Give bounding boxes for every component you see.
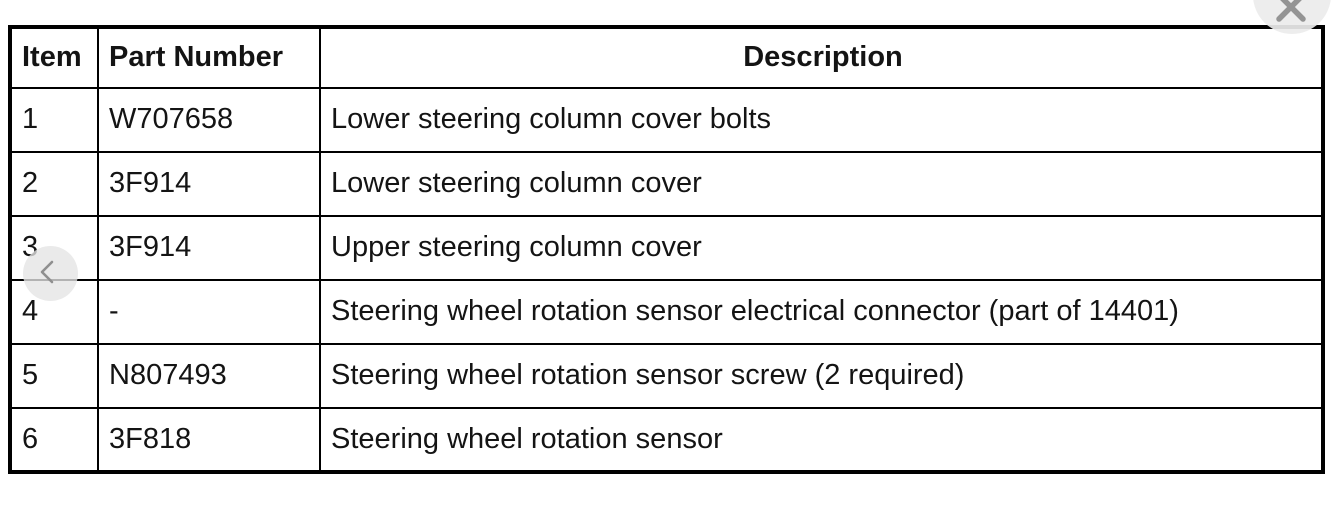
table-header-row: Item Part Number Description: [9, 26, 1324, 89]
table-row: 5 N807493 Steering wheel rotation sensor…: [9, 343, 1324, 409]
table-row: 3 3F914 Upper steering column cover: [9, 215, 1324, 281]
description-cell: Steering wheel rotation sensor: [319, 407, 1324, 473]
table-row: 1 W707658 Lower steering column cover bo…: [9, 87, 1324, 153]
item-cell: 5: [9, 343, 99, 409]
description-cell: Lower steering column cover bolts: [319, 87, 1324, 153]
item-cell: 1: [9, 87, 99, 153]
chevron-left-icon: [40, 258, 62, 289]
part-number-cell: 3F914: [97, 215, 321, 281]
description-cell: Steering wheel rotation sensor screw (2 …: [319, 343, 1324, 409]
table-row: 4 - Steering wheel rotation sensor elect…: [9, 279, 1324, 345]
part-number-cell: -: [97, 279, 321, 345]
previous-button[interactable]: [23, 246, 78, 301]
part-number-cell: 3F818: [97, 407, 321, 473]
item-cell: 2: [9, 151, 99, 217]
part-number-cell: N807493: [97, 343, 321, 409]
item-cell: 6: [9, 407, 99, 473]
header-item: Item: [9, 26, 99, 89]
part-number-cell: W707658: [97, 87, 321, 153]
description-cell: Upper steering column cover: [319, 215, 1324, 281]
parts-table: Item Part Number Description 1 W707658 L…: [8, 25, 1325, 474]
description-cell: Steering wheel rotation sensor electrica…: [319, 279, 1324, 345]
header-part-number: Part Number: [97, 26, 321, 89]
table-row: 6 3F818 Steering wheel rotation sensor: [9, 407, 1324, 473]
part-number-cell: 3F914: [97, 151, 321, 217]
header-description: Description: [319, 26, 1324, 89]
table-row: 2 3F914 Lower steering column cover: [9, 151, 1324, 217]
description-cell: Lower steering column cover: [319, 151, 1324, 217]
